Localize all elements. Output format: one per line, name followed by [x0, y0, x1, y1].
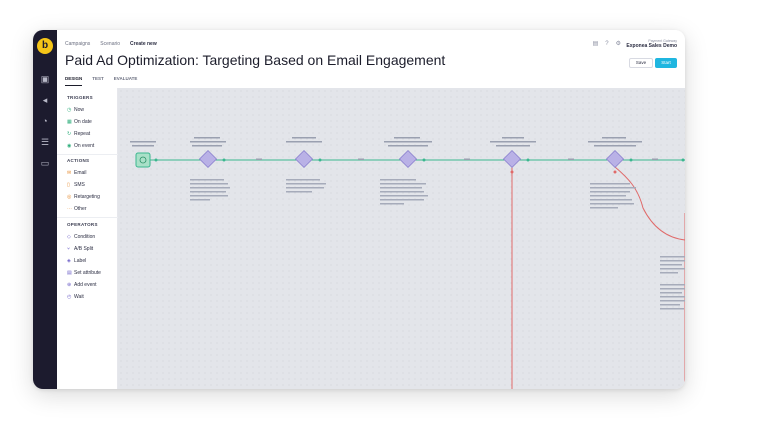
repeat-icon: ↻ — [67, 131, 72, 137]
palette-item-ab-split[interactable]: ⑂A/B Split — [67, 246, 93, 252]
palette-item-label: Wait — [74, 294, 84, 300]
app-logo[interactable]: b — [37, 38, 53, 54]
palette-item-email[interactable]: ✉Email — [67, 170, 87, 176]
palette-item-on-date[interactable]: ▦On date — [67, 119, 92, 125]
tab-bar: DESIGN TEST EVALUATE — [65, 76, 147, 86]
page-title: Paid Ad Optimization: Targeting Based on… — [65, 52, 446, 68]
palette-item-label: Condition — [74, 234, 96, 240]
palette-item-label: Retargeting — [74, 194, 100, 200]
envelope-icon: ✉ — [67, 170, 72, 176]
condition-node[interactable] — [294, 149, 314, 169]
no-branch-lines — [511, 166, 685, 389]
database-icon[interactable]: ☰ — [40, 137, 50, 147]
breadcrumb-scenarios[interactable]: Scenario — [100, 41, 121, 47]
palette-item-label: On event — [74, 143, 95, 149]
attribute-icon: ▤ — [67, 270, 72, 276]
palette-item-now[interactable]: ◷Now — [67, 107, 84, 113]
palette-item-retargeting[interactable]: ◎Retargeting — [67, 194, 100, 200]
comments-icon[interactable]: ▤ — [592, 41, 599, 47]
actions-heading: ACTIONS — [67, 158, 90, 163]
account-name: Exponea Sales Demo — [626, 43, 677, 49]
palette-item-label: SMS — [74, 182, 85, 188]
help-icon[interactable]: ? — [605, 41, 609, 47]
header-icons: ▤? ⚙ — [586, 40, 621, 47]
breadcrumb-campaigns[interactable]: Campaigns — [65, 41, 91, 47]
condition-node[interactable] — [398, 149, 418, 169]
clock-icon: ◷ — [67, 107, 72, 113]
breadcrumb-current: Create new — [130, 41, 157, 47]
palette-item-on-event[interactable]: ◉On event — [67, 143, 94, 149]
palette-item-repeat[interactable]: ↻Repeat — [67, 131, 90, 137]
save-button[interactable]: Save — [629, 58, 653, 68]
account-switcher[interactable]: Payment Gateway Exponea Sales Demo — [626, 39, 677, 49]
node-palette: TRIGGERS ◷Now ▦On date ↻Repeat ◉On event… — [57, 88, 118, 389]
trigger-node[interactable] — [135, 152, 151, 168]
condition-node[interactable] — [502, 149, 522, 169]
left-rail: b ▣ ◂ ◔ ☰ ▭ — [33, 30, 57, 389]
palette-item-label: Email — [74, 170, 87, 176]
node-captions — [130, 137, 642, 147]
divider — [57, 217, 118, 218]
analytics-icon[interactable]: ◔ — [42, 116, 48, 126]
palette-item-label: A/B Split — [74, 246, 94, 252]
palette-item-label: Now — [74, 107, 85, 113]
divider — [57, 154, 118, 155]
palette-item-add-event[interactable]: ⊕Add event — [67, 282, 97, 288]
palette-item-label: Label — [74, 258, 87, 264]
palette-item-condition[interactable]: ◇Condition — [67, 234, 95, 240]
tab-design[interactable]: DESIGN — [65, 76, 83, 86]
palette-item-label: Set attribute — [74, 270, 101, 276]
phone-icon: ▯ — [67, 182, 70, 188]
tag-icon: ◈ — [67, 258, 71, 264]
node-notes — [190, 179, 685, 310]
palette-item-label: On date — [74, 119, 92, 125]
palette-item-wait[interactable]: ◴Wait — [67, 294, 84, 300]
start-button[interactable]: Start — [655, 58, 677, 68]
palette-item-label: Other — [74, 206, 87, 212]
condition-icon: ◇ — [67, 234, 71, 240]
branch-labels — [256, 158, 658, 160]
tab-test[interactable]: TEST — [92, 76, 104, 81]
breadcrumb: Campaigns Scenario Create new — [65, 41, 167, 47]
operators-heading: OPERATORS — [67, 222, 98, 227]
folder-icon[interactable]: ▭ — [40, 158, 50, 168]
settings-icon[interactable]: ⚙ — [615, 41, 621, 47]
flow-diagram — [130, 137, 685, 389]
triggers-heading: TRIGGERS — [67, 95, 93, 100]
palette-item-sms[interactable]: ▯ SMS — [67, 182, 85, 188]
megaphone-icon[interactable]: ◂ — [42, 95, 48, 105]
palette-item-label-operator[interactable]: ◈Label — [67, 258, 86, 264]
palette-item-label: Repeat — [74, 131, 91, 137]
palette-item-set-attribute[interactable]: ▤Set attribute — [67, 270, 101, 276]
wait-icon: ◴ — [67, 294, 72, 300]
target-icon: ◎ — [67, 194, 72, 200]
split-icon: ⑂ — [67, 246, 71, 252]
scenario-canvas[interactable] — [118, 88, 685, 389]
calendar-icon: ▦ — [67, 119, 72, 125]
event-icon: ◉ — [67, 143, 72, 149]
palette-item-other[interactable]: ⋯Other — [67, 206, 87, 212]
connection-dots — [154, 158, 685, 174]
palette-item-label: Add event — [74, 282, 97, 288]
tab-evaluate[interactable]: EVALUATE — [113, 76, 138, 81]
more-icon: ⋯ — [67, 206, 72, 212]
condition-node[interactable] — [198, 149, 218, 169]
account-label: Payment Gateway — [648, 39, 677, 43]
dashboard-icon[interactable]: ▣ — [40, 74, 50, 84]
condition-node[interactable] — [605, 149, 625, 169]
add-event-icon: ⊕ — [67, 282, 72, 288]
